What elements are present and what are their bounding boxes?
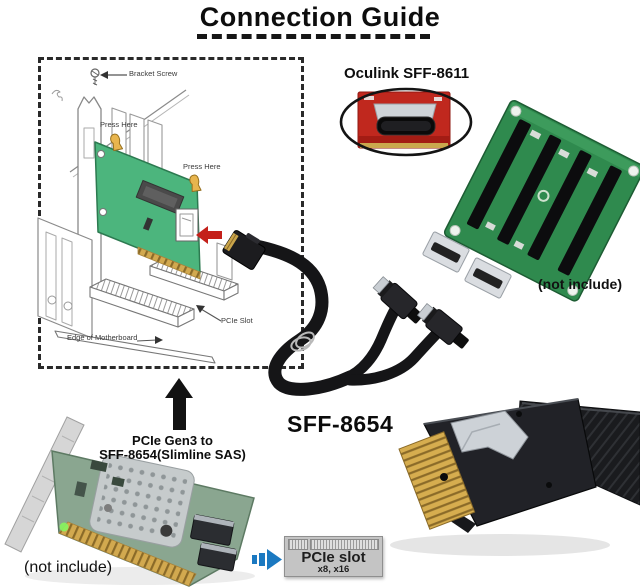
page-title: Connection Guide	[199, 2, 441, 32]
bracket-screw-label: Bracket Screw	[129, 69, 178, 78]
install-line-art	[37, 68, 239, 364]
pcie-slot-label-arrow	[196, 305, 222, 322]
cable-main	[249, 239, 357, 396]
closeup-gold-fingers	[398, 431, 476, 530]
up-arrow-icon	[165, 378, 193, 430]
backplane-socket-2	[464, 257, 512, 299]
closeup-latch	[450, 410, 529, 460]
slot-badge-title: PCIe slot	[301, 549, 366, 566]
card-bracket-photo	[4, 416, 85, 553]
pcie-slot-label: PCIe Slot	[221, 316, 253, 325]
case-rear-panel	[37, 217, 93, 339]
backplane-board	[422, 99, 640, 302]
motherboard-edge-drawing	[54, 330, 216, 364]
caption-line-2: SFF-8654(Slimline SAS)	[99, 447, 246, 462]
oculink-plug-2	[416, 302, 469, 349]
motherboard-edge-label-arrow	[136, 336, 163, 344]
title-underline	[197, 34, 430, 39]
press-here-label-top: Press Here	[100, 120, 138, 129]
connector-closeup-photo	[390, 398, 640, 556]
card-led	[59, 522, 69, 532]
blue-arrow-icon	[252, 549, 282, 570]
card-port-drawing	[175, 208, 199, 242]
card-connector-1	[190, 514, 235, 546]
card-connector-2	[197, 542, 238, 572]
install-diagram-dashed-box	[38, 57, 304, 369]
pcie-slot-drawing	[89, 258, 239, 328]
cable-card-end-connector	[222, 230, 266, 270]
cable-twist-tie	[290, 331, 315, 352]
motherboard-edge-label: Edge of Motherboard	[67, 333, 138, 342]
pcie-slot-badge: PCIe slot x8, x16	[284, 536, 383, 577]
oculink-plug-1	[372, 276, 423, 324]
bracket-screw-arrow	[100, 71, 127, 79]
backplane-socket-1	[422, 231, 470, 273]
cable-model-label: SFF-8654	[287, 411, 394, 437]
backplane-not-include-note: (not include)	[538, 276, 622, 292]
press-here-thumb-right	[189, 174, 202, 192]
press-here-label-right: Press Here	[183, 162, 221, 171]
adapter-card-drawing	[94, 141, 201, 280]
card-not-include-note: (not include)	[24, 559, 113, 576]
caption-line-1: PCIe Gen3 to	[132, 433, 213, 448]
oculink-label: Oculink SFF-8611	[344, 65, 470, 82]
red-arrow-icon	[196, 226, 222, 244]
cable-assembly	[222, 230, 469, 396]
adapter-card-photo	[4, 416, 255, 587]
slot-pins-short-segment	[288, 539, 308, 550]
slot-pins-long-segment	[310, 539, 379, 550]
bracket-screw-icon	[90, 68, 100, 86]
adapter-card-caption: PCIe Gen3 to SFF-8654(Slimline SAS)	[95, 434, 250, 462]
press-here-thumb-top	[110, 133, 124, 152]
spring-doodle	[51, 89, 63, 102]
backplane-pcie-slots	[467, 119, 622, 276]
oculink-highlight-oval	[339, 87, 473, 157]
slot-badge-sizes: x8, x16	[317, 564, 350, 575]
oculink-photo	[339, 87, 473, 157]
